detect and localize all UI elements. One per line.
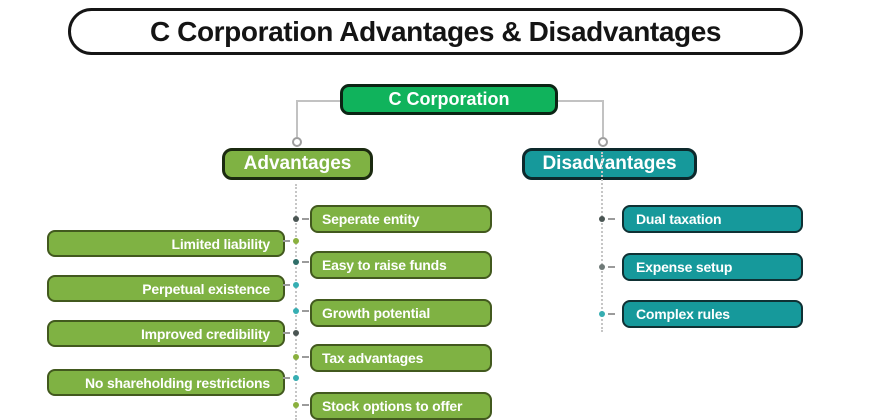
disadvantage-item: Complex rules: [622, 300, 803, 328]
advantage-item: Easy to raise funds: [310, 251, 492, 279]
connector-dot: [599, 216, 615, 222]
connector-dot: [293, 216, 309, 222]
advantage-item: Growth potential: [310, 299, 492, 327]
advantage-item: Tax advantages: [310, 344, 492, 372]
connector-line-left-vertical: [296, 100, 298, 137]
advantage-item: Seperate entity: [310, 205, 492, 233]
connector-dot: [283, 282, 299, 288]
connector-circle-disadvantages: [598, 137, 608, 147]
dotted-spine-disadvantages: [601, 152, 603, 332]
connector-circle-advantages: [292, 137, 302, 147]
connector-dot: [283, 238, 299, 244]
connector-dot: [293, 354, 309, 360]
connector-line-right-horizontal: [558, 100, 602, 102]
advantage-item: No shareholding restrictions: [47, 369, 285, 396]
connector-dot: [293, 259, 309, 265]
page-title-text: C Corporation Advantages & Disadvantages: [149, 15, 722, 47]
advantage-item: Limited liability: [47, 230, 285, 257]
connector-dot: [293, 402, 309, 408]
advantage-item: Perpetual existence: [47, 275, 285, 302]
connector-line-left-horizontal: [296, 100, 340, 102]
node-c-corporation: C Corporation: [340, 84, 558, 115]
dotted-spine-advantages: [295, 184, 297, 420]
disadvantage-item: Dual taxation: [622, 205, 803, 233]
advantage-item: Improved credibility: [47, 320, 285, 347]
connector-dot: [599, 311, 615, 317]
page-title: C Corporation Advantages & Disadvantages: [68, 8, 803, 55]
node-disadvantages: Disadvantages: [522, 148, 697, 180]
advantage-item: Stock options to offer: [310, 392, 492, 420]
connector-dot: [283, 375, 299, 381]
connector-dot: [283, 330, 299, 336]
connector-line-right-vertical: [602, 100, 604, 137]
disadvantage-item: Expense setup: [622, 253, 803, 281]
connector-dot: [293, 308, 309, 314]
connector-dot: [599, 264, 615, 270]
node-advantages: Advantages: [222, 148, 373, 180]
